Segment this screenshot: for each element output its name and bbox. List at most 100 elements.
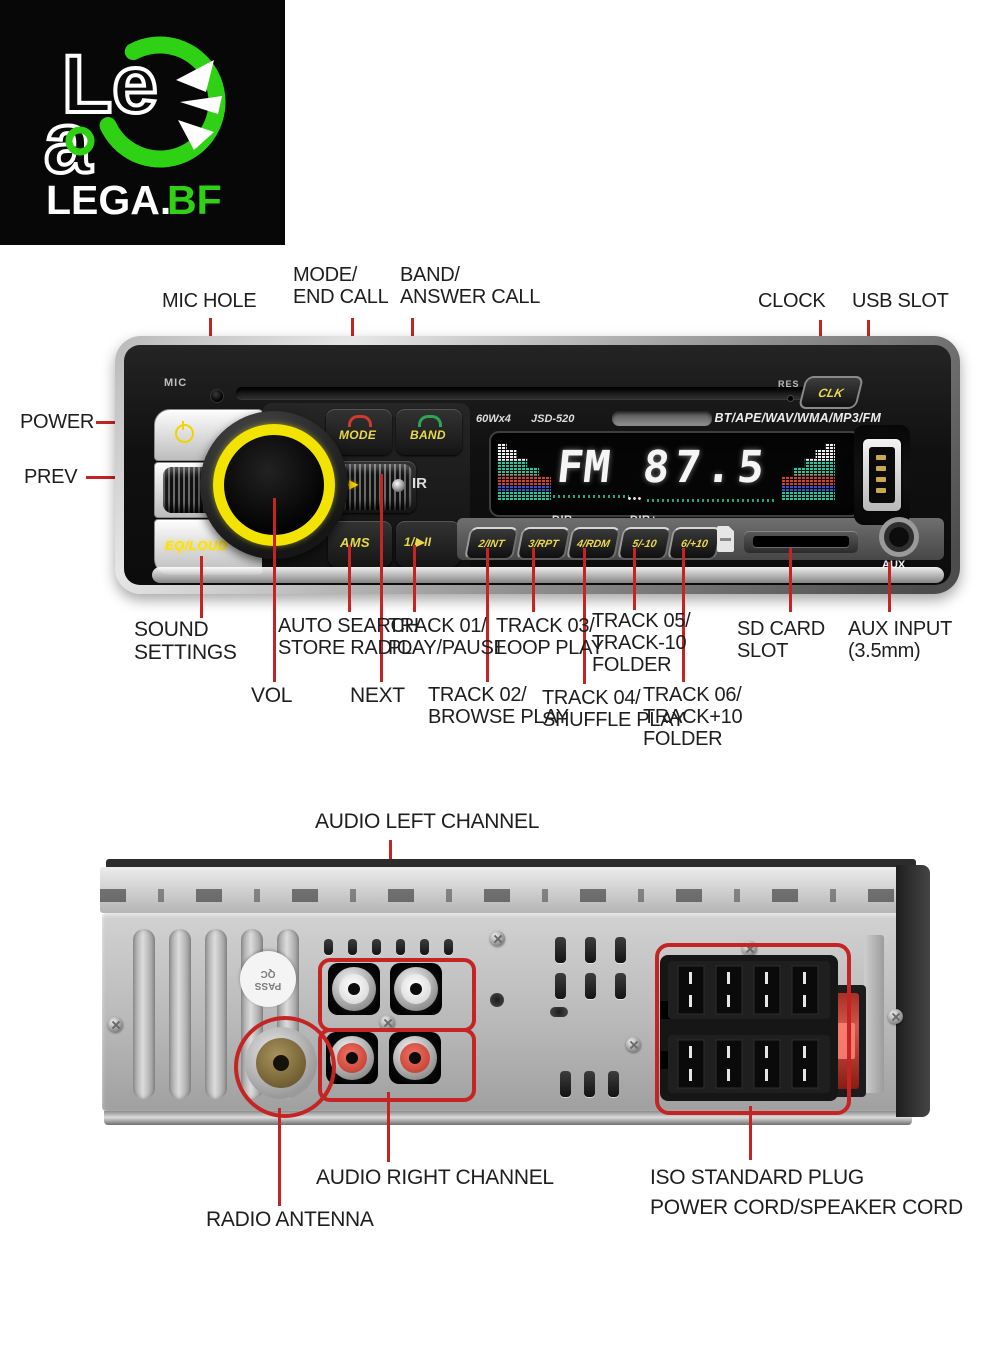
sd-card-slot[interactable] [744, 531, 858, 553]
ir-label: IR [412, 475, 427, 492]
mic-hole [210, 389, 224, 403]
band-button-label: BAND [410, 428, 446, 442]
callout-line-track03 [532, 548, 535, 612]
track3-rpt-button[interactable]: 3/RPT [515, 527, 572, 560]
label-prev: PREV [24, 466, 78, 488]
usb-pin [876, 455, 886, 460]
chassis-hole [550, 1007, 568, 1017]
play-pause-button[interactable] [396, 521, 460, 567]
callout-line-auto-search [348, 545, 351, 612]
qc-sticker: PASS QC [240, 951, 296, 1007]
small-slot [560, 1071, 571, 1097]
rca-left-channel-jack[interactable] [328, 963, 380, 1015]
sd-card-icon [717, 526, 734, 552]
screw [888, 1009, 903, 1024]
rca-insulator-red [400, 1043, 430, 1073]
reset-hole[interactable] [787, 395, 794, 402]
spectrum-left [497, 443, 551, 501]
label-mode-end-call: MODE/ END CALL [293, 264, 389, 308]
callout-line-sound-settings [200, 556, 203, 618]
back-right-side [896, 865, 930, 1117]
label-mic-hole: MIC HOLE [162, 290, 257, 312]
track4-rdm-button[interactable]: 4/RDM [565, 527, 622, 560]
spectrum-right [781, 443, 835, 501]
label-track01: TRACK 01/ PLAY/PAUSE [388, 615, 507, 659]
label-aux-input: AUX INPUT (3.5mm) [848, 618, 952, 662]
clock-button[interactable]: CLK [797, 376, 865, 409]
eq-loud-label: EQ/LOUD [165, 538, 228, 553]
track6-plus10-button[interactable]: 6/+10 [666, 527, 723, 560]
chassis-hole [490, 993, 504, 1007]
vent-slot [169, 929, 191, 1099]
callout-line-sd-card [789, 548, 792, 612]
ir-sensor [392, 479, 405, 492]
front-bottom-highlight [152, 567, 944, 583]
small-slot [324, 939, 333, 955]
display-dotline-left [553, 495, 629, 498]
rca-hole [409, 1052, 421, 1064]
small-slot [615, 937, 626, 963]
sd-card-slot-opening [753, 536, 849, 547]
label-track03: TRACK 03/ LOOP PLAY [496, 615, 604, 659]
rca-hole [348, 983, 360, 995]
power-icon [175, 421, 194, 443]
callout-line-track06 [682, 548, 685, 682]
svg-text:Le: Le [62, 39, 158, 130]
small-slot [372, 939, 381, 955]
usb-port[interactable] [863, 439, 901, 511]
rca-left-channel-jack[interactable] [390, 963, 442, 1015]
callout-line-radio-antenna [278, 1108, 281, 1206]
volume-knob[interactable] [200, 411, 348, 559]
vent-slot [205, 929, 227, 1099]
label-radio-antenna: RADIO ANTENNA [206, 1208, 374, 1231]
callout-line-track02 [486, 548, 489, 682]
callout-line-next [380, 474, 383, 682]
reset-label: RES [778, 379, 800, 389]
small-slot [615, 973, 626, 999]
iso-connector[interactable] [660, 955, 838, 1101]
label-clock: CLOCK [758, 290, 826, 312]
label-iso-plug: ISO STANDARD PLUG POWER CORD/SPEAKER COR… [650, 1166, 963, 1220]
small-slot [585, 937, 596, 963]
stereo-front-panel: MIC RES CLK ◀◀ EQ/LOUD [115, 336, 960, 594]
face-release-slot [612, 411, 712, 426]
rca-hole [346, 1052, 358, 1064]
brand-logo: Le a LEGA. BF [0, 0, 285, 245]
vent-slot [133, 929, 155, 1099]
cd-slot [236, 387, 808, 399]
play-pause-label: 1/▶II [404, 535, 432, 549]
aux-jack[interactable] [879, 517, 919, 557]
usb-recess [854, 425, 910, 525]
display-band: FM [554, 442, 613, 493]
callout-line-vol [273, 498, 276, 682]
callout-line-aux-input [888, 562, 891, 612]
small-slot [555, 937, 566, 963]
mic-label: MIC [164, 377, 188, 389]
callout-line-audio-right [387, 1092, 390, 1162]
rca-ring [332, 967, 376, 1011]
callout-line-track04 [583, 548, 586, 684]
rca-right-channel-jack[interactable] [389, 1032, 441, 1084]
brand-logo-art: Le a LEGA. BF [0, 0, 285, 245]
label-track04: TRACK 04/ SHUFFLE PLAY [542, 687, 685, 731]
power-rating-label: 60Wx4 [476, 413, 511, 425]
label-sound-settings: SOUND SETTINGS [134, 618, 237, 665]
label-track02: TRACK 02/ BROWSE PLAY [428, 684, 569, 728]
display-dotline-right [647, 499, 775, 502]
usb-pin [876, 477, 886, 482]
highlight-box-audio-right [318, 1028, 476, 1102]
disc-icon [627, 495, 643, 502]
callout-line-iso-plug [749, 1106, 752, 1160]
answer-call-icon [418, 415, 442, 427]
label-vol: VOL [251, 684, 293, 707]
label-band-answer-call: BAND/ ANSWER CALL [400, 264, 541, 308]
small-slot [584, 1071, 595, 1097]
front-face: MIC RES CLK ◀◀ EQ/LOUD [124, 345, 951, 585]
track5-minus10-button[interactable]: 5/-10 [616, 527, 673, 560]
iso-connector-art [660, 955, 838, 1101]
track2-int-button[interactable]: 2/INT [463, 527, 520, 560]
rca-ring [393, 1036, 437, 1080]
end-call-icon [348, 415, 372, 427]
lcd-display: FM 87.5 [489, 431, 861, 517]
label-track06: TRACK 06/ TRACK+10 FOLDER [643, 684, 743, 750]
